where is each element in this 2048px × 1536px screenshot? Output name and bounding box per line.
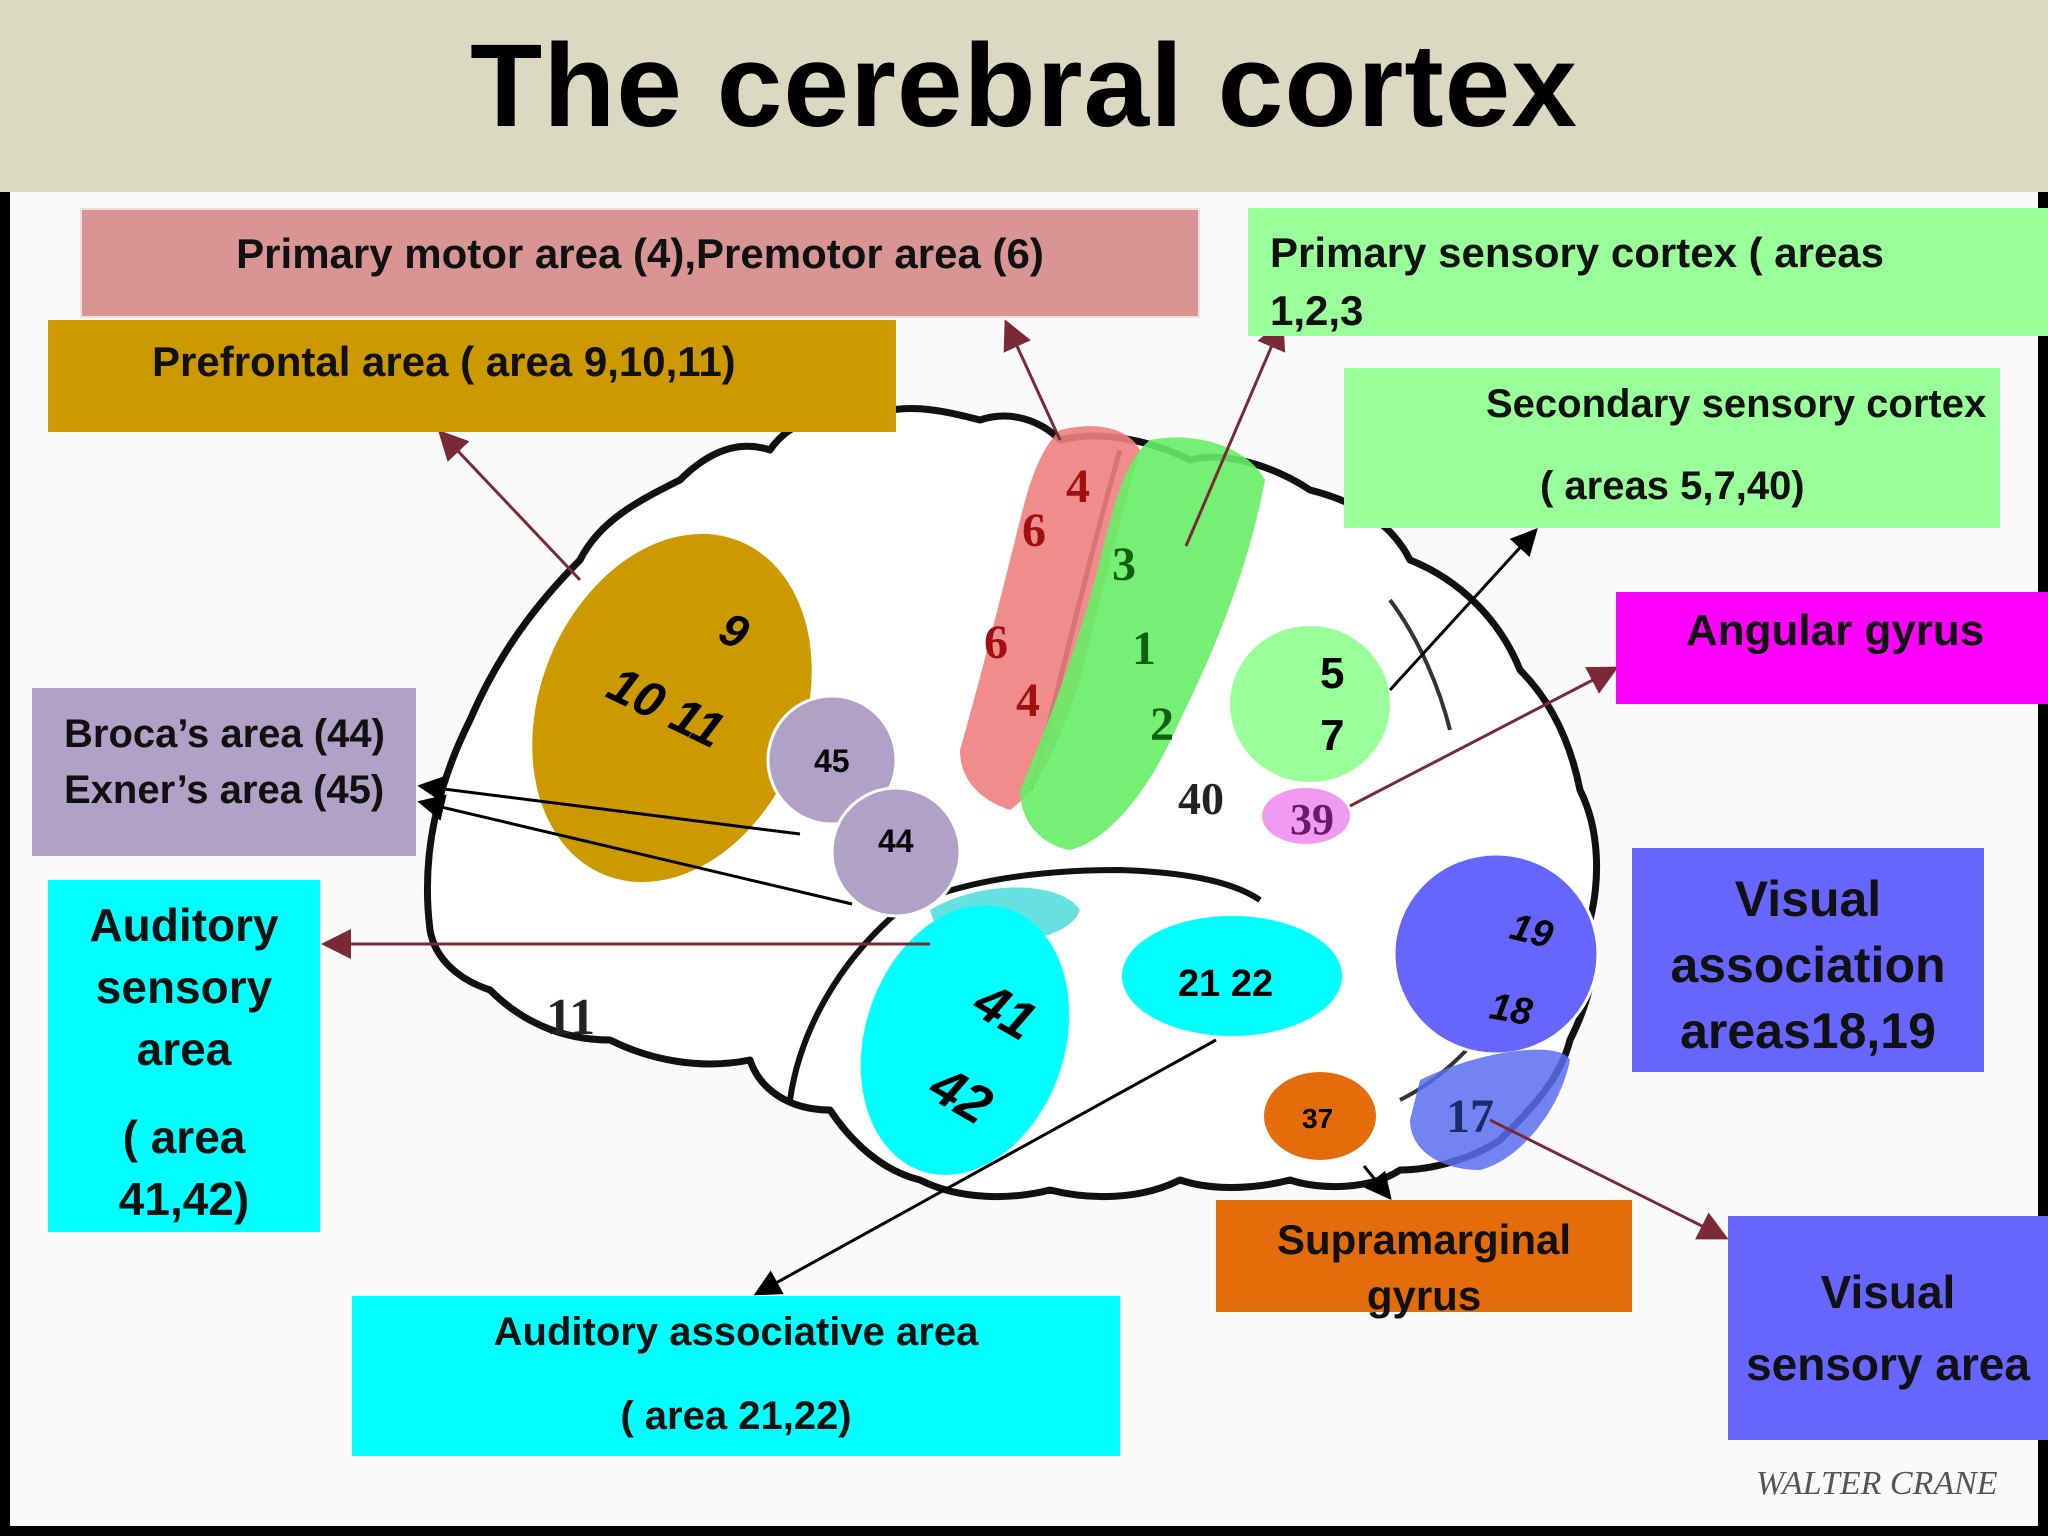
arrow-supramarginal (1362, 1165, 1392, 1201)
number-6-bottom: 6 (984, 616, 1008, 669)
number-44: 44 (878, 823, 914, 859)
number-2: 2 (1150, 698, 1174, 751)
number-39: 39 (1290, 795, 1334, 844)
arrow-visual-sensory (1489, 1118, 1729, 1240)
label-primary-motor-text: Primary motor area (4),Premotor area (6) (236, 230, 1044, 277)
label-primary-sensory-line-2: 1,2,3 (1270, 287, 1364, 334)
arrow-angular (1349, 666, 1619, 808)
label-auditory-sensory-line-4: ( area (122, 1111, 246, 1163)
number-40: 40 (1178, 773, 1224, 824)
number-17: 17 (1446, 1090, 1494, 1143)
label-visual-association-line-3: areas18,19 (1680, 1003, 1936, 1059)
label-visual-association: Visual association areas18,19 (1632, 848, 1984, 1072)
gyrus-line (1388, 598, 1452, 731)
label-prefrontal: Prefrontal area ( area 9,10,11) (48, 320, 896, 432)
arrow-secondary-sensory (1388, 528, 1538, 692)
label-broca-exner: Broca’s area (44) Exner’s area (45) (32, 688, 416, 856)
lateral-sulcus (787, 866, 1262, 1101)
area-17 (1410, 1049, 1570, 1170)
arrow-broca-2 (417, 794, 853, 906)
number-4-bottom: 4 (1016, 674, 1040, 727)
label-secondary-sensory: Secondary sensory cortex ( areas 5,7,40) (1344, 368, 2000, 528)
label-visual-sensory-line-1: Visual (1820, 1266, 1956, 1318)
area-37 (1264, 1072, 1376, 1160)
label-visual-association-line-2: association (1670, 937, 1946, 993)
area-45 (766, 694, 898, 826)
label-visual-association-line-1: Visual (1734, 871, 1882, 927)
label-primary-sensory-line-1: Primary sensory cortex ( areas (1270, 229, 1885, 276)
arrow-auditory-assoc (753, 1038, 1217, 1296)
label-visual-sensory: Visual sensory area (1728, 1216, 2048, 1440)
sensory-strip (1020, 437, 1265, 850)
label-secondary-sensory-line-2: ( areas 5,7,40) (1540, 464, 1805, 508)
number-3: 3 (1112, 538, 1136, 591)
label-supramarginal-gyrus: Supramarginal gyrus (1216, 1200, 1632, 1319)
label-primary-sensory: Primary sensory cortex ( areas 1,2,3 (1248, 208, 2048, 336)
label-auditory-sensory-line-3: area (136, 1023, 232, 1075)
arrow-motor (1003, 319, 1062, 441)
label-auditory-associative: Auditory associative area ( area 21,22) (352, 1296, 1120, 1456)
label-angular-gyrus-text: Angular gyrus (1686, 606, 1985, 655)
area-prefrontal (532, 533, 812, 883)
label-auditory-associative-line-2: ( area 21,22) (620, 1394, 852, 1438)
label-secondary-sensory-line-1: Secondary sensory cortex (1486, 382, 1987, 426)
area-39 (1262, 788, 1350, 844)
number-21-22: 21 22 (1178, 963, 1273, 1005)
label-prefrontal-text: Prefrontal area ( area 9,10,11) (152, 338, 736, 385)
number-19: 19 (1506, 906, 1557, 957)
label-broca-line: Broca’s area (44) (64, 712, 385, 756)
label-auditory-sensory-line-1: Auditory (89, 899, 279, 951)
label-auditory-sensory: Auditory sensory area ( area 41,42) (48, 880, 320, 1232)
area-44 (830, 786, 962, 918)
number-45: 45 (814, 743, 850, 779)
area-21-22 (1122, 916, 1342, 1036)
area-18-19 (1392, 852, 1600, 1056)
arrow-primary-sensory (1184, 319, 1286, 547)
number-11: 11 (546, 989, 595, 1046)
number-1: 1 (1132, 622, 1156, 675)
number-6-top: 6 (1022, 504, 1046, 557)
label-primary-motor: Primary motor area (4),Premotor area (6) (80, 208, 1200, 318)
label-auditory-sensory-line-5: 41,42) (118, 1173, 250, 1225)
arrow-prefrontal (437, 429, 582, 582)
number-7: 7 (1320, 711, 1344, 760)
area-41-42 (860, 905, 1070, 1175)
label-auditory-associative-line-1: Auditory associative area (493, 1310, 979, 1354)
label-auditory-sensory-line-2: sensory (95, 961, 273, 1013)
label-supramarginal-line-1: Supramarginal (1276, 1216, 1572, 1263)
label-supramarginal-line-2: gyrus (1366, 1272, 1482, 1319)
number-4-top: 4 (1066, 460, 1090, 513)
slide-title: The cerebral cortex (470, 20, 1578, 152)
number-5: 5 (1320, 649, 1344, 698)
label-exner-line: Exner’s area (45) (64, 768, 385, 812)
title-bar: The cerebral cortex (0, 0, 2048, 192)
label-angular-gyrus: Angular gyrus (1616, 592, 2048, 704)
arrow-broca-1 (417, 775, 801, 836)
motor-strip (960, 426, 1140, 810)
label-visual-sensory-line-2: sensory area (1746, 1338, 2030, 1390)
area-5-7 (1230, 626, 1390, 782)
number-37: 37 (1302, 1103, 1333, 1134)
number-18: 18 (1486, 986, 1536, 1035)
signature: WALTER CRANE (1756, 1465, 1998, 1502)
